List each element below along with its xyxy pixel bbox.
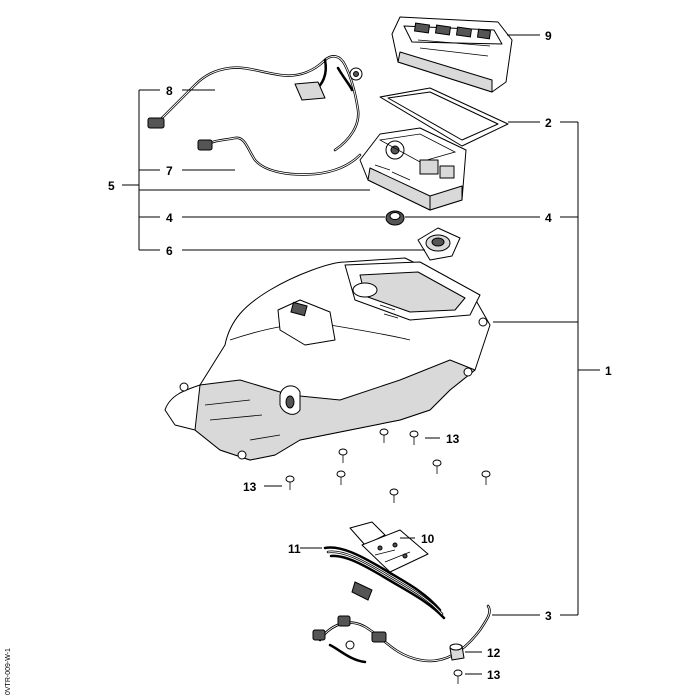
- part-13-screws[interactable]: [285, 428, 491, 684]
- reference-code: 0VTR-009-W-1: [5, 648, 12, 695]
- part-9-control-panel[interactable]: [391, 16, 513, 93]
- callout-13-left: 13: [243, 480, 257, 494]
- callout-12: 12: [487, 646, 501, 660]
- callout-4-left: 4: [166, 211, 173, 225]
- part-11-ribbon-cable[interactable]: [323, 521, 446, 620]
- callout-8: 8: [166, 84, 173, 98]
- part-2-gasket[interactable]: [379, 87, 509, 147]
- callout-11: 11: [288, 542, 301, 556]
- callout-13-lower: 13: [487, 668, 501, 682]
- callout-2: 2: [545, 116, 552, 130]
- part-8-cable-harness[interactable]: [147, 55, 363, 152]
- callout-3: 3: [545, 609, 552, 623]
- part-10-circuit-board[interactable]: [361, 529, 429, 573]
- callout-labels: 9 2 1 4 3 8 7 5 4 6 13 13 11 10 12 13: [108, 29, 612, 682]
- callout-5: 5: [108, 179, 115, 193]
- callout-4-right: 4: [545, 211, 552, 225]
- part-7-cable[interactable]: [197, 136, 362, 176]
- callout-10: 10: [421, 532, 435, 546]
- part-6-sensor-bracket[interactable]: [417, 227, 461, 261]
- callout-1: 1: [605, 364, 612, 378]
- leader-lines: [122, 34, 600, 675]
- part-12-sleeve[interactable]: [449, 643, 465, 661]
- callout-13-upper: 13: [446, 432, 460, 446]
- callout-7: 7: [166, 164, 173, 178]
- part-1-main-body[interactable]: [164, 257, 491, 461]
- callout-6: 6: [166, 244, 173, 258]
- callout-9: 9: [545, 29, 552, 43]
- part-3-cable-loom[interactable]: [312, 604, 491, 664]
- part-5-electronics-unit[interactable]: [359, 127, 467, 211]
- part-4-seal[interactable]: [385, 210, 405, 226]
